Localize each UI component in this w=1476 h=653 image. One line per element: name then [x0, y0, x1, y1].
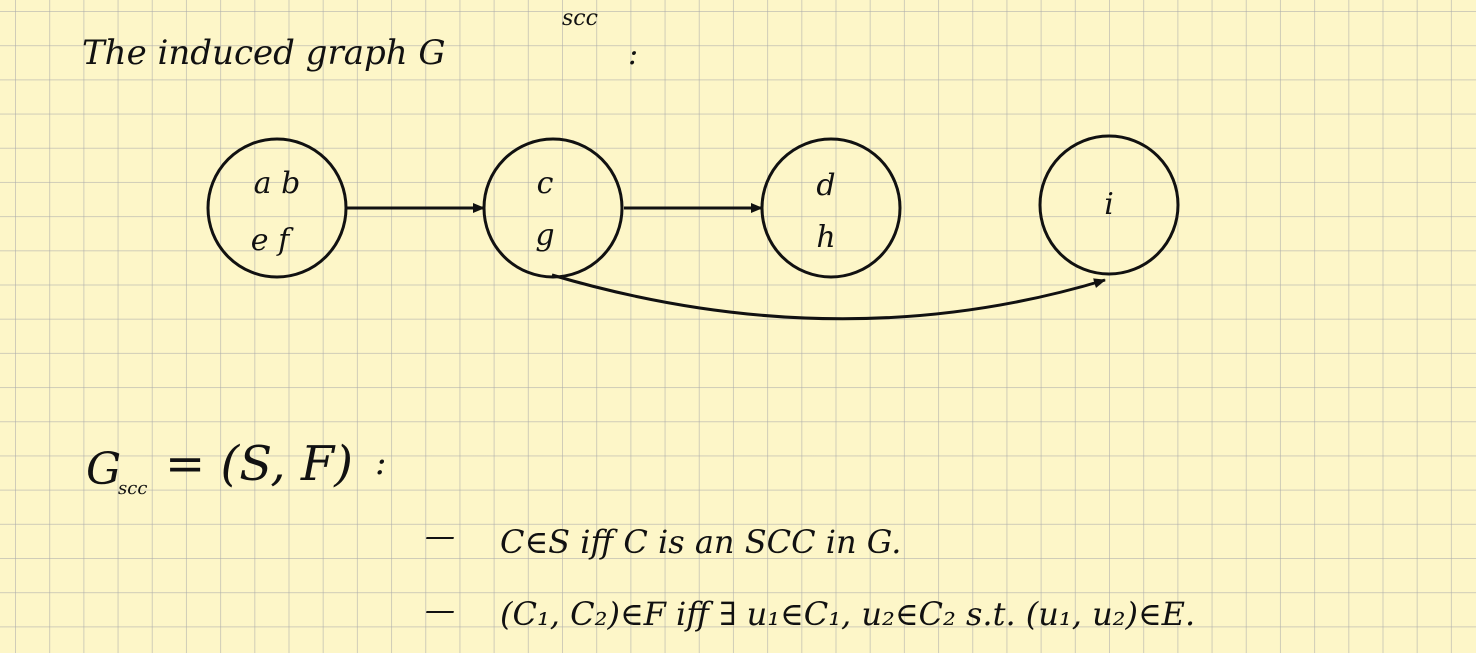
node-i: i: [1038, 134, 1180, 276]
edge-cg-to-i: [551, 273, 1106, 321]
node-dh-label-top: d: [816, 168, 835, 203]
node-cg-label-bottom: g: [535, 218, 554, 253]
node-ab-ef-label-bottom: e f: [251, 223, 294, 258]
definition-line-vertices: C∈S iff C is an SCC in G.: [500, 523, 902, 561]
definition-lhs-subscript: scc: [118, 478, 148, 499]
node-dh-label-bottom: h: [816, 220, 835, 255]
definition-lhs: G: [86, 444, 122, 495]
node-ab-ef-label-top: a b: [254, 166, 301, 201]
definition-colon: :: [375, 443, 387, 483]
diagram-title: The induced graph G: [82, 33, 446, 73]
diagram-title-colon: :: [628, 37, 639, 72]
definition-line-edges: (C₁, C₂)∈F iff ∃ u₁∈C₁, u₂∈C₂ s.t. (u₁, …: [500, 595, 1196, 633]
node-cg-label-top: c: [537, 166, 554, 201]
definition-bullet-1: —: [425, 519, 455, 554]
diagram-title-superscript: scc: [562, 6, 598, 31]
definition-bullet-2: —: [425, 593, 455, 628]
node-i-label: i: [1104, 187, 1114, 222]
node-dh: d h: [760, 137, 902, 279]
definition-rhs: = (S, F): [165, 436, 353, 492]
node-ab-ef: a b e f: [206, 137, 348, 279]
node-cg: c g: [482, 137, 624, 279]
